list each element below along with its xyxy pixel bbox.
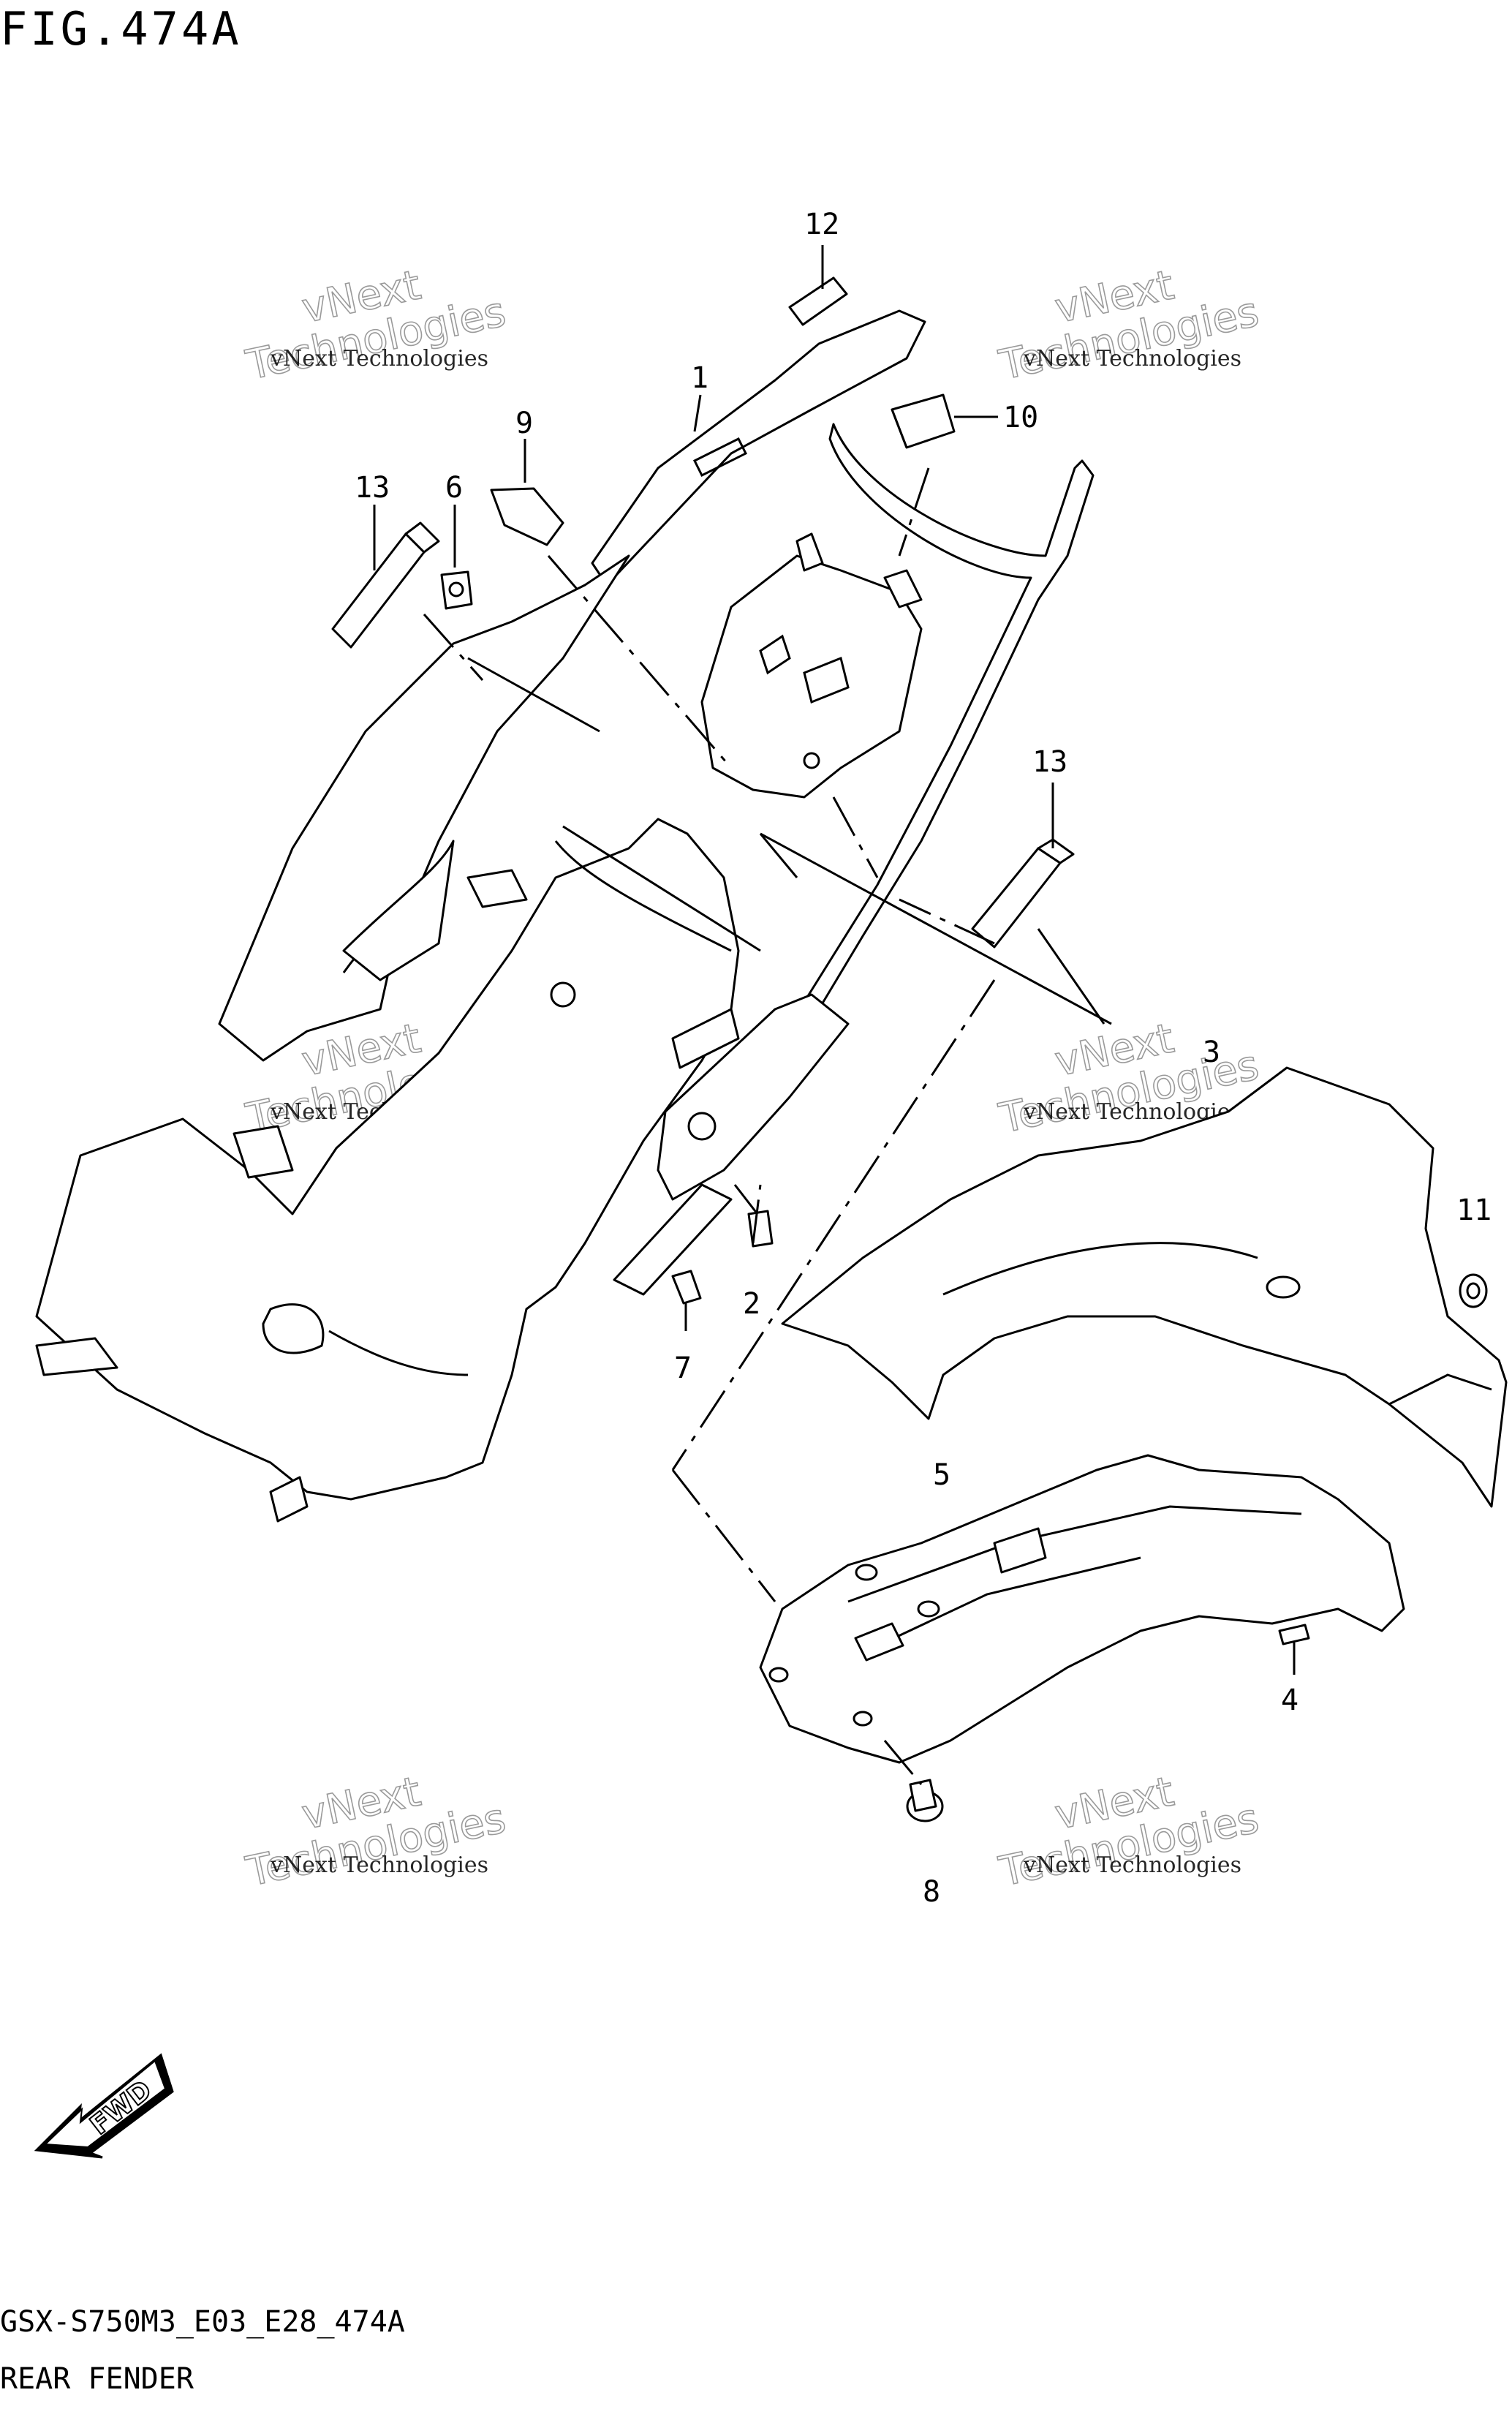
part-1-rear-bar — [591, 309, 926, 587]
part-8-bolt — [906, 1779, 944, 1822]
callout-3: 3 — [1203, 1036, 1220, 1069]
part-10-cushion — [891, 393, 956, 449]
callout-10: 10 — [1003, 401, 1038, 434]
part-6-clip-nut — [440, 570, 473, 610]
callout-13-right: 13 — [1032, 745, 1067, 779]
part-5-rear-fender-lower — [759, 1454, 1405, 1764]
callout-2: 2 — [743, 1287, 760, 1321]
leader-line — [693, 394, 702, 432]
callout-11: 11 — [1456, 1194, 1492, 1227]
model-code: GSX-S750M3_E03_E28_474A — [0, 2305, 405, 2339]
part-inner-fender-main — [35, 554, 740, 1523]
callout-9: 9 — [515, 407, 533, 440]
part-seat-bracket-plate — [700, 532, 923, 799]
part-13-foam-right — [971, 838, 1075, 949]
figure-title: FIG.474A — [0, 2, 242, 56]
callout-1: 1 — [691, 361, 708, 395]
part-13-foam-left — [331, 521, 440, 649]
watermark-small-text: vNext Technologies — [1023, 346, 1241, 372]
part-12-label-tag — [788, 276, 848, 326]
callout-12: 12 — [804, 208, 839, 241]
callout-labels: 12 1 10 9 13 6 13 3 11 2 7 5 4 8 — [355, 208, 1492, 1909]
part-9-pad — [490, 487, 564, 546]
assembly-lines — [423, 467, 996, 1785]
callout-5: 5 — [933, 1458, 950, 1492]
part-rear-side-rail — [766, 423, 1095, 1062]
callout-6: 6 — [445, 471, 463, 505]
watermark-top-left: vNext Technologies vNext Technologies — [241, 261, 510, 391]
part-7-push-rivet — [671, 1270, 702, 1331]
reference-lines — [467, 657, 1112, 1025]
callout-4: 4 — [1281, 1684, 1299, 1717]
part-11-washer — [1459, 1273, 1488, 1308]
watermark-bottom-right: vNext Technologies vNext Technologies — [994, 1768, 1263, 1897]
watermark-bottom-left: vNext Technologies vNext Technologies — [241, 1768, 510, 1897]
section-name: REAR FENDER — [0, 2362, 194, 2396]
part-4-screw — [1278, 1624, 1310, 1675]
watermark-small-text: vNext Technologies — [1023, 1852, 1241, 1878]
watermark-small-text: vNext Technologies — [270, 346, 488, 372]
callout-7: 7 — [674, 1351, 692, 1385]
part-rail-bracket-lower — [613, 993, 850, 1296]
watermark-small-text: vNext Technologies — [270, 1852, 488, 1878]
watermark-top-right: vNext Technologies vNext Technologies — [994, 261, 1263, 391]
part-3-rear-fender-cover — [781, 1066, 1508, 1508]
callout-13-left: 13 — [355, 471, 390, 505]
fwd-arrow-icon: FWD — [34, 2053, 174, 2159]
callout-8: 8 — [923, 1875, 940, 1909]
